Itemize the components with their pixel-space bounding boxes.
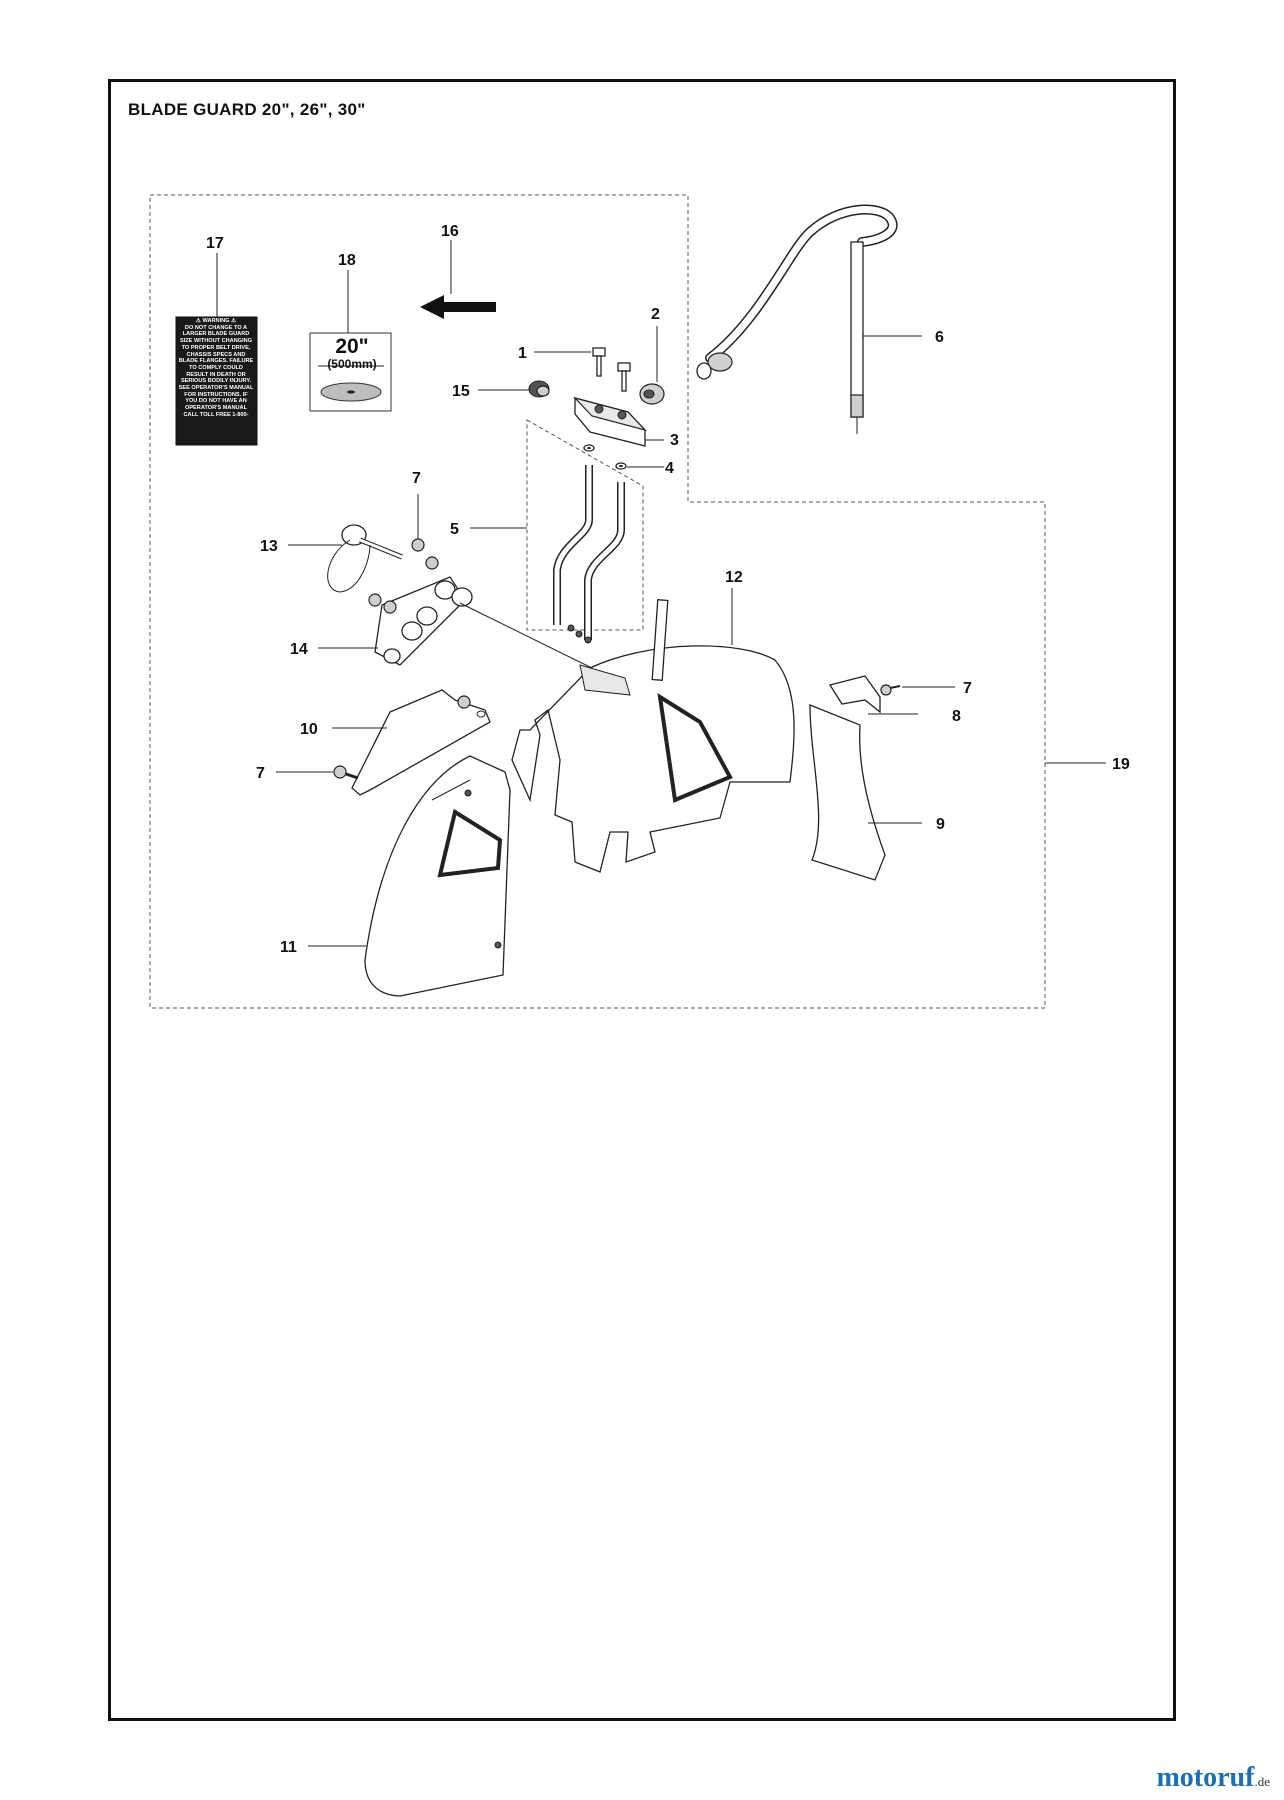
page-frame [108,79,1176,1721]
callout-15: 15 [452,383,470,400]
brand-name: motoruf [1156,1762,1255,1793]
callout-14: 14 [290,641,308,658]
side-cover [308,755,511,997]
callout-11: 11 [280,939,297,956]
washers [583,444,664,470]
clamp [828,675,918,715]
callout-9: 9 [936,816,945,833]
callout-1: 1 [518,345,527,362]
callout-16: 16 [441,223,459,240]
screw-left [276,765,359,780]
callout-13: 13 [260,538,278,555]
plug [478,380,550,398]
brand-tld: .de [1254,1774,1270,1789]
lanyard-pin [288,524,403,593]
assembly-boundary [149,194,1046,1009]
rubber-flap [809,704,922,881]
hinge [318,576,601,673]
valve-block [573,396,664,447]
warning-decal [175,253,258,446]
callout-19: 19 [1112,756,1130,773]
direction-arrow-icon [420,240,496,319]
main-blade-guard [511,588,795,873]
callout-8: 8 [952,708,961,725]
callout-3: 3 [670,432,679,449]
nuts [411,494,439,570]
water-hose [696,204,922,434]
water-pipes [470,465,625,644]
wheel-label-text: 20" (500mm) [312,336,392,371]
callout-2: 2 [651,306,660,323]
callout-7-left: 7 [256,765,265,782]
diagram-title: BLADE GUARD 20", 26", 30" [128,100,366,119]
callout-17: 17 [206,235,224,252]
wheel-size-text: 20" [335,335,369,358]
callout-18: 18 [338,252,356,269]
callout-4: 4 [665,460,674,477]
callout-12: 12 [725,569,743,586]
decal-text: ⚠ WARNING ⚠ DO NOT CHANGE TO A LARGER BL… [178,318,254,419]
callout-7-right: 7 [963,680,972,697]
wheel-size-label [309,270,392,412]
decal-body: DO NOT CHANGE TO A LARGER BLADE GUARD SI… [178,324,254,418]
callout-7-upper: 7 [412,470,421,487]
hook-kit-boundary [526,419,644,631]
hose-fitting [639,326,665,405]
callout-6: 6 [935,329,944,346]
callout-5: 5 [450,521,459,538]
decal-heading: ⚠ WARNING ⚠ [195,318,237,324]
callout-10: 10 [300,721,318,738]
screws [534,347,631,392]
brand-logo: motoruf.de [1156,1762,1270,1794]
bracket [332,689,491,796]
wheel-metric-text: (500mm) [327,357,377,371]
